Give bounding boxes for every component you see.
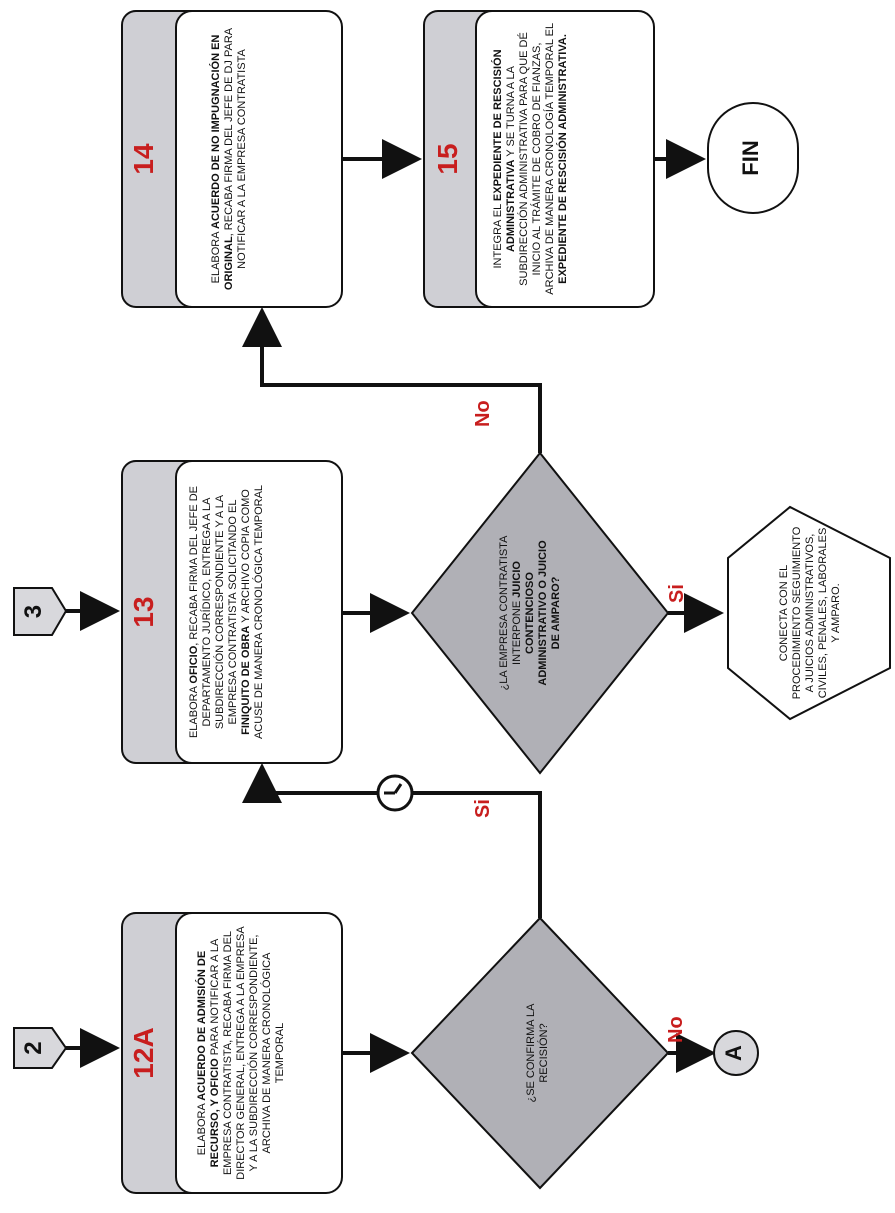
connect-box-text: CONECTA CON EL PROCEDIMIENTO SEGUIMIENTO… (778, 526, 842, 700)
decision-1-yes-label: Si (472, 799, 494, 818)
connect-box (727, 505, 891, 721)
step-14-text: ELABORA ACUERDO DE NO IMPUGNACIÓN EN ORI… (210, 27, 248, 291)
clock-icon (376, 774, 414, 812)
end-terminal (707, 102, 799, 214)
step-12a-number: 12A (128, 1027, 159, 1079)
decision-1-text: ¿SE CONFIRMA LA RECISIÓN? (525, 1003, 550, 1103)
arrow-decision2-no (242, 307, 542, 453)
decision-1-no-label: No (665, 1016, 687, 1043)
decision-2-no-label: No (472, 400, 494, 427)
step-14-number: 14 (128, 143, 159, 175)
step-15-number: 15 (432, 143, 463, 175)
offpage-connector-2 (13, 1027, 68, 1069)
step-15-text: INTEGRA EL EXPEDIENTE DE RESCISIÓN ADMIN… (492, 23, 569, 295)
step-12a-text: ELABORA ACUERDO DE ADMISIÓN DE RECURSO, … (196, 926, 286, 1180)
decision-2-text: ¿LA EMPRESA CONTRATISTA INTERPONE JUICIO… (498, 535, 562, 691)
offpage-connector-3 (13, 587, 68, 636)
connector-2-label: 2 (20, 1041, 47, 1055)
decision-2-yes-label: Si (666, 584, 688, 603)
connector-a-label: A (721, 1045, 746, 1061)
step-13-number: 13 (128, 596, 159, 628)
connector-a (713, 1030, 759, 1076)
end-label: FIN (738, 140, 763, 176)
connector-3-label: 3 (20, 604, 47, 619)
step-13-text: ELABORA OFICIO, RECABA FIRMA DEL JEFE DE… (188, 484, 265, 740)
